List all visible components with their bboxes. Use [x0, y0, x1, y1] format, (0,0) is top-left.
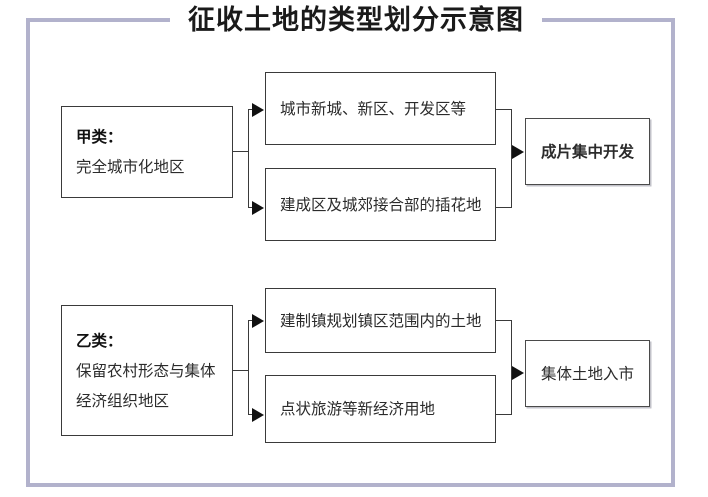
arrow-to-type-a1: [252, 103, 264, 117]
type-a2-label: 建成区及城郊接合部的插花地: [280, 195, 482, 214]
frame-bottom-segment: [26, 483, 675, 487]
category-box-a[interactable]: 甲类： 完全城市化地区: [61, 106, 233, 198]
connector-b-split-vertical: [248, 320, 250, 415]
arrow-to-outcome-a: [512, 145, 524, 159]
connector-a-stem: [233, 151, 249, 153]
category-a-heading: 甲类：: [76, 128, 123, 146]
connector-a-split-vertical: [248, 109, 250, 208]
category-b-heading: 乙类：: [76, 331, 123, 350]
connector-b-merge-top: [496, 320, 512, 322]
category-box-b[interactable]: 乙类： 保留农村形态与集体 经济组织地区: [61, 305, 233, 436]
arrow-to-type-b2: [252, 408, 264, 422]
type-box-a2[interactable]: 建成区及城郊接合部的插花地: [265, 168, 496, 241]
frame-left-segment: [26, 18, 30, 487]
type-b1-label: 建制镇规划镇区范围内的土地: [280, 311, 482, 330]
arrow-to-type-b1: [252, 314, 264, 328]
connector-a-merge-vertical: [511, 109, 513, 208]
frame-top-right-segment: [542, 18, 675, 22]
frame-right-segment: [671, 18, 675, 487]
connector-b-merge-vertical: [511, 320, 513, 415]
page-title: 征收土地的类型划分示意图: [188, 5, 524, 36]
connector-b-stem: [233, 370, 249, 372]
type-b2-label: 点状旅游等新经济用地: [280, 400, 436, 418]
connector-b-merge-bottom: [496, 414, 512, 416]
outcome-box-b[interactable]: 集体土地入市: [525, 340, 650, 407]
category-b-description-line1: 保留农村形态与集体: [76, 361, 216, 380]
arrow-to-type-a2: [252, 201, 264, 215]
type-box-a1[interactable]: 城市新城、新区、开发区等: [265, 72, 496, 145]
outcome-a-label: 成片集中开发: [540, 142, 634, 161]
arrow-to-outcome-b: [512, 366, 524, 380]
connector-a-merge-top: [496, 109, 512, 111]
frame-top-left-segment: [26, 18, 170, 22]
outcome-b-label: 集体土地入市: [540, 364, 634, 383]
outcome-box-a[interactable]: 成片集中开发: [525, 118, 650, 185]
connector-a-merge-bottom: [496, 207, 512, 209]
type-box-b2[interactable]: 点状旅游等新经济用地: [265, 375, 496, 443]
category-a-description: 完全城市化地区: [76, 158, 185, 176]
type-box-b1[interactable]: 建制镇规划镇区范围内的土地: [265, 288, 496, 353]
category-b-description-line2: 经济组织地区: [76, 391, 170, 410]
type-a1-label: 城市新城、新区、开发区等: [280, 99, 467, 118]
